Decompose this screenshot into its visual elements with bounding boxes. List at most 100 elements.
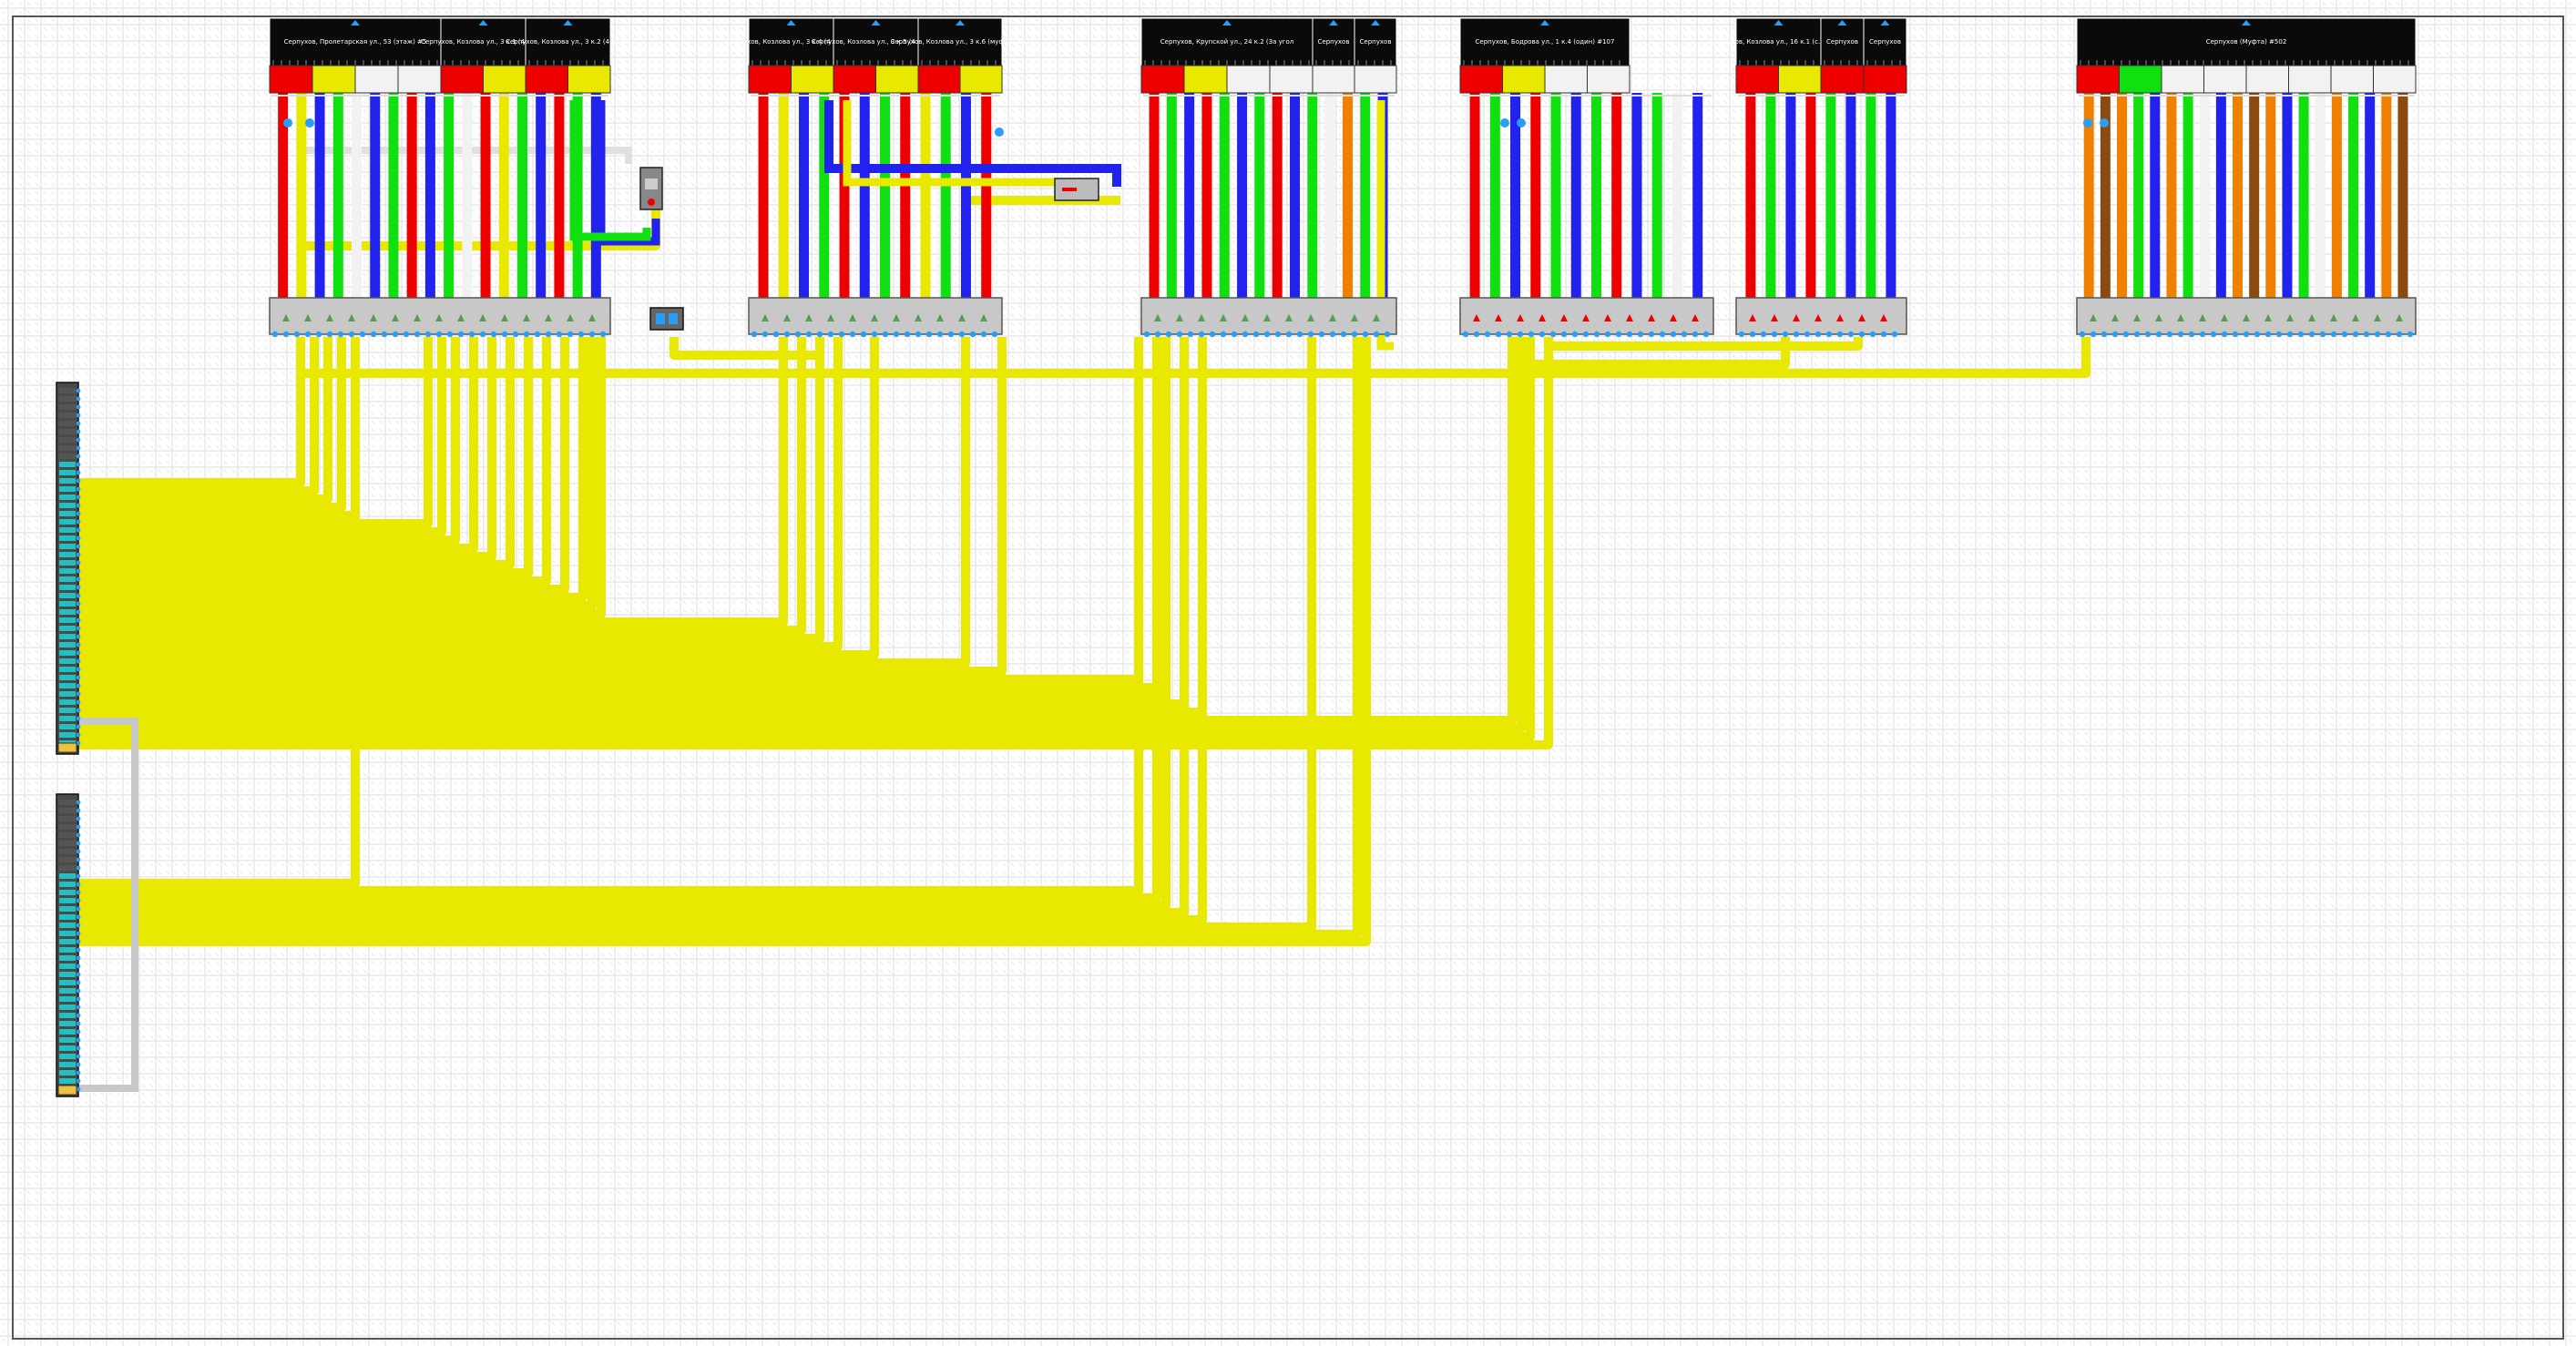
odf-port [59, 1029, 76, 1035]
splice-marker-icon [1692, 314, 1699, 321]
fiber [1570, 93, 1581, 299]
odf-port [59, 1037, 76, 1043]
cable-header [833, 17, 919, 66]
fiber [940, 93, 951, 299]
odf-port [59, 980, 76, 985]
splice-marker-icon [1473, 314, 1480, 321]
port-led [76, 931, 81, 936]
module-tube [354, 65, 399, 94]
port-led [751, 331, 758, 338]
patch-cord [78, 337, 843, 651]
port-led [849, 331, 856, 338]
fiber [1745, 93, 1756, 299]
port-led [1681, 331, 1688, 338]
splice-marker-icon [1351, 314, 1358, 321]
coupler-layer: Серпухов, Пролетарская ул., 53 (этаж) #5… [269, 17, 2417, 338]
splice-marker-icon [1220, 314, 1227, 321]
port-led [76, 996, 81, 1002]
marker-dot [305, 118, 314, 127]
fiber [590, 93, 601, 299]
module-separator [1462, 95, 1712, 97]
port-led [271, 331, 279, 338]
port-led [523, 331, 530, 338]
marker-dot [2083, 118, 2092, 127]
port-led [1351, 331, 1358, 338]
port-led [76, 1086, 81, 1092]
patch-cord [78, 337, 433, 528]
port-led [556, 331, 563, 338]
patch-cord [78, 337, 1371, 946]
port-led [1220, 331, 1227, 338]
odf-port [59, 841, 76, 846]
cable-header [1312, 17, 1355, 66]
port-led [1373, 331, 1380, 338]
port-led [1384, 331, 1391, 338]
port-led [76, 691, 81, 697]
module-tube [1502, 65, 1546, 94]
port-led [2155, 331, 2162, 338]
splice-marker-icon [479, 314, 486, 321]
module-tube [1354, 65, 1397, 94]
fiber [1307, 93, 1318, 299]
odf-port [59, 593, 76, 598]
module-tube [1544, 65, 1588, 94]
cable-title: Серпухов [1360, 38, 1392, 46]
arrow-up-icon [478, 20, 488, 25]
fiber [1237, 93, 1248, 299]
splice-marker-icon [2221, 314, 2228, 321]
port-led [1495, 331, 1502, 338]
splice-marker-icon [348, 314, 355, 321]
port-led [414, 331, 421, 338]
port-led [2341, 331, 2348, 338]
odf-port [59, 626, 76, 631]
odf-port [59, 824, 76, 830]
odf-port [59, 1004, 76, 1010]
port-led [1615, 331, 1622, 338]
cable-header [748, 17, 834, 66]
odf-port [59, 1013, 76, 1018]
port-led [980, 331, 987, 338]
patch-cord [78, 337, 460, 545]
fiber [554, 93, 565, 299]
odf-port [59, 634, 76, 639]
port-led [76, 511, 81, 516]
cable-title: Серпухов [1826, 38, 1858, 46]
fiber [2150, 93, 2161, 299]
arrow-up-icon [1880, 20, 1890, 25]
fiber [516, 93, 527, 299]
splice-marker-icon [936, 314, 944, 321]
odf-port [59, 1021, 76, 1026]
fiber [960, 93, 971, 299]
splice-marker-icon [2111, 314, 2119, 321]
fiber [406, 93, 417, 299]
splice-marker-icon [435, 314, 443, 321]
odf-port [59, 396, 76, 402]
fiber [278, 93, 289, 299]
port-led [860, 331, 867, 338]
fiber [920, 93, 931, 299]
port-led [381, 331, 388, 338]
module-tube [748, 65, 792, 94]
port-led [76, 568, 81, 574]
fiber [462, 93, 473, 299]
port-led [1176, 331, 1183, 338]
odf-port [59, 527, 76, 533]
port-led [1263, 331, 1271, 338]
odf-port [59, 544, 76, 549]
module-tube [1140, 65, 1185, 94]
port-led [599, 331, 607, 338]
port-led [1473, 331, 1480, 338]
port-led [2396, 331, 2403, 338]
port-led [76, 808, 81, 813]
port-led [76, 699, 81, 705]
port-led [534, 331, 541, 338]
fiber [388, 93, 399, 299]
arrow-up-icon [956, 20, 965, 25]
odf-port [59, 437, 76, 443]
cable-header [269, 17, 442, 66]
odf-port [59, 699, 76, 705]
port-led [1242, 331, 1249, 338]
splice-marker-icon [958, 314, 966, 321]
splice-tray [1735, 297, 1907, 335]
